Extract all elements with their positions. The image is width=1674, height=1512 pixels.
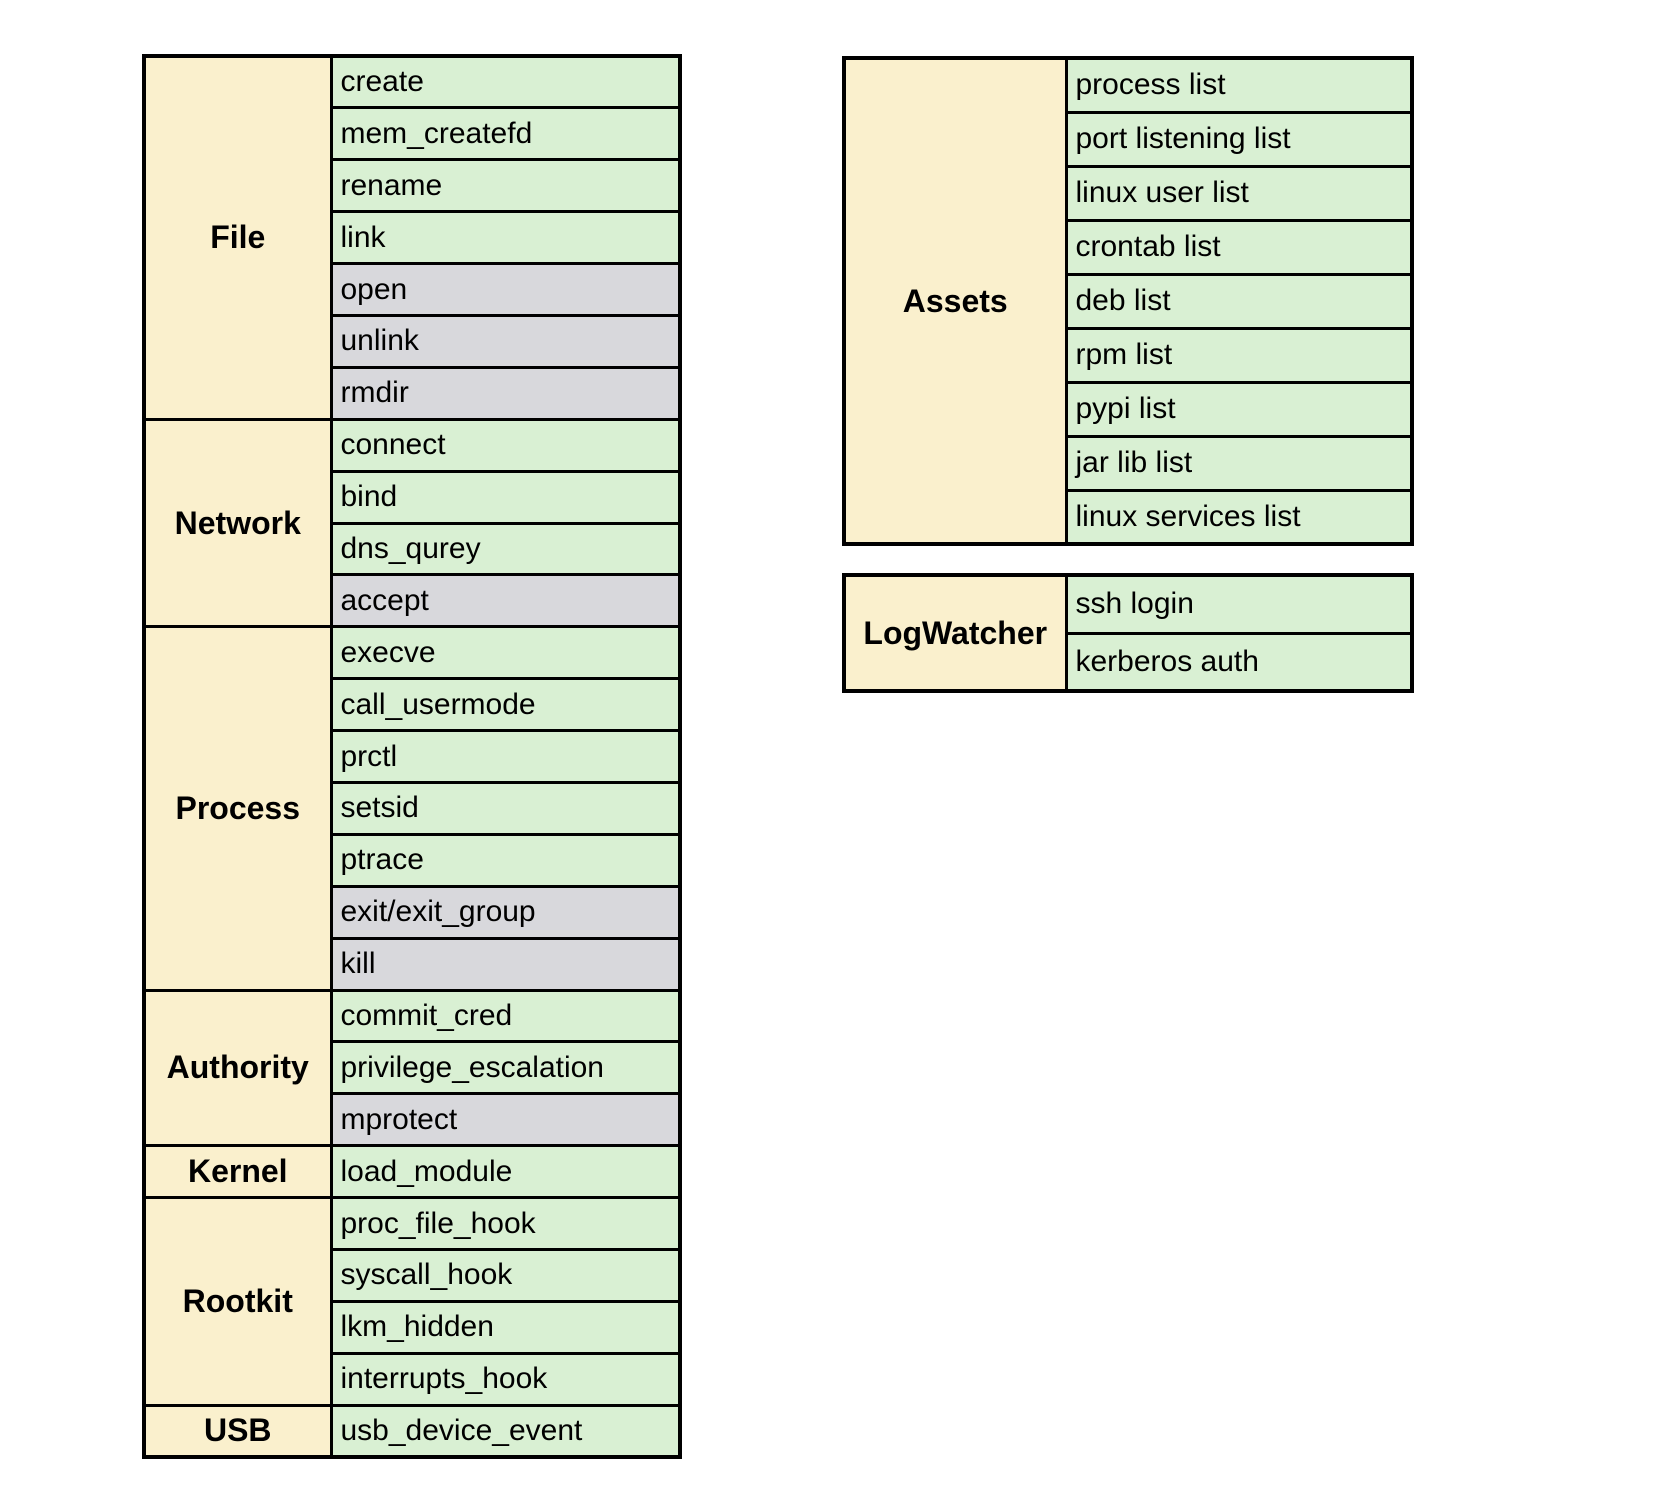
table-row: mem_createfd	[144, 106, 682, 162]
item-cell-connect: connect	[329, 417, 682, 473]
item-cell-lkm-hidden: lkm_hidden	[329, 1299, 682, 1355]
table-row: link	[144, 210, 682, 266]
item-cell-open: open	[329, 262, 682, 317]
item-cell-usb-device-event: usb_device_event	[329, 1403, 682, 1459]
item-cell-port-listening-list: port listening list	[1064, 110, 1414, 168]
item-cell-execve: execve	[329, 625, 682, 681]
table-row: kerberos auth	[844, 631, 1414, 693]
item-cell-process-list: process list	[1064, 56, 1414, 114]
table-row: call_usermode	[144, 677, 682, 733]
item-cell-pypi-list: pypi list	[1064, 380, 1414, 438]
table-row: mprotect	[144, 1092, 682, 1148]
item-cell-link: link	[329, 210, 682, 266]
item-cell-syscall-hook: syscall_hook	[329, 1247, 682, 1303]
item-cell-jar-lib-list: jar lib list	[1064, 434, 1414, 492]
item-cell-rename: rename	[329, 158, 682, 214]
item-cell-mprotect: mprotect	[329, 1092, 682, 1148]
category-cell-assets: Assets	[842, 56, 1068, 546]
category-cell-logwatcher: LogWatcher	[842, 573, 1068, 693]
item-cell-setsid: setsid	[329, 780, 682, 836]
table-row: lkm_hidden	[144, 1299, 682, 1355]
item-cell-bind: bind	[329, 469, 682, 525]
table-row: prctl	[144, 729, 682, 784]
item-cell-unlink: unlink	[329, 313, 682, 369]
item-cell-create: create	[329, 54, 682, 110]
table-row: kill	[144, 936, 682, 992]
item-cell-privilege-escalation: privilege_escalation	[329, 1040, 682, 1096]
table-row: unlink	[144, 313, 682, 369]
item-cell-interrupts-hook: interrupts_hook	[329, 1351, 682, 1407]
table-row: rmdir	[144, 365, 682, 421]
item-cell-kerberos-auth: kerberos auth	[1064, 631, 1414, 693]
table-row: bind	[144, 469, 682, 525]
table-row: open	[144, 262, 682, 317]
item-cell-dns-qurey: dns_qurey	[329, 521, 682, 577]
item-cell-kill: kill	[329, 936, 682, 992]
table-row: setsid	[144, 780, 682, 836]
item-cell-prctl: prctl	[329, 729, 682, 784]
table-row: dns_qurey	[144, 521, 682, 577]
table-row: exit/exit_group	[144, 884, 682, 940]
table-row: syscall_hook	[144, 1247, 682, 1303]
category-cell-kernel: Kernel	[142, 1144, 333, 1200]
item-cell-deb-list: deb list	[1064, 272, 1414, 330]
table-row: port listening list	[844, 110, 1414, 168]
table-row: accept	[144, 573, 682, 629]
table-row: deb list	[844, 272, 1414, 330]
table-row: pypi list	[844, 380, 1414, 438]
table-row: rpm list	[844, 326, 1414, 384]
table-row: privilege_escalation	[144, 1040, 682, 1096]
table-row: linux user list	[844, 164, 1414, 222]
item-cell-ssh-login: ssh login	[1064, 573, 1414, 635]
item-cell-linux-user-list: linux user list	[1064, 164, 1414, 222]
table-row: jar lib list	[844, 434, 1414, 492]
table-row: linux services list	[844, 488, 1414, 546]
category-cell-process: Process	[142, 625, 333, 992]
table-row: crontab list	[844, 218, 1414, 276]
item-cell-ptrace: ptrace	[329, 832, 682, 888]
category-cell-usb: USB	[142, 1403, 333, 1459]
table-row: ptrace	[144, 832, 682, 888]
item-cell-rmdir: rmdir	[329, 365, 682, 421]
category-cell-rootkit: Rootkit	[142, 1196, 333, 1407]
category-cell-authority: Authority	[142, 988, 333, 1148]
item-cell-crontab-list: crontab list	[1064, 218, 1414, 276]
category-cell-network: Network	[142, 417, 333, 629]
item-cell-commit-cred: commit_cred	[329, 988, 682, 1044]
item-cell-linux-services-list: linux services list	[1064, 488, 1414, 546]
item-cell-exit-exit-group: exit/exit_group	[329, 884, 682, 940]
table-row: interrupts_hook	[144, 1351, 682, 1407]
item-cell-load-module: load_module	[329, 1144, 682, 1200]
item-cell-rpm-list: rpm list	[1064, 326, 1414, 384]
table-row: rename	[144, 158, 682, 214]
category-cell-file: File	[142, 54, 333, 421]
item-cell-call-usermode: call_usermode	[329, 677, 682, 733]
item-cell-proc-file-hook: proc_file_hook	[329, 1196, 682, 1251]
item-cell-mem-createfd: mem_createfd	[329, 106, 682, 162]
item-cell-accept: accept	[329, 573, 682, 629]
